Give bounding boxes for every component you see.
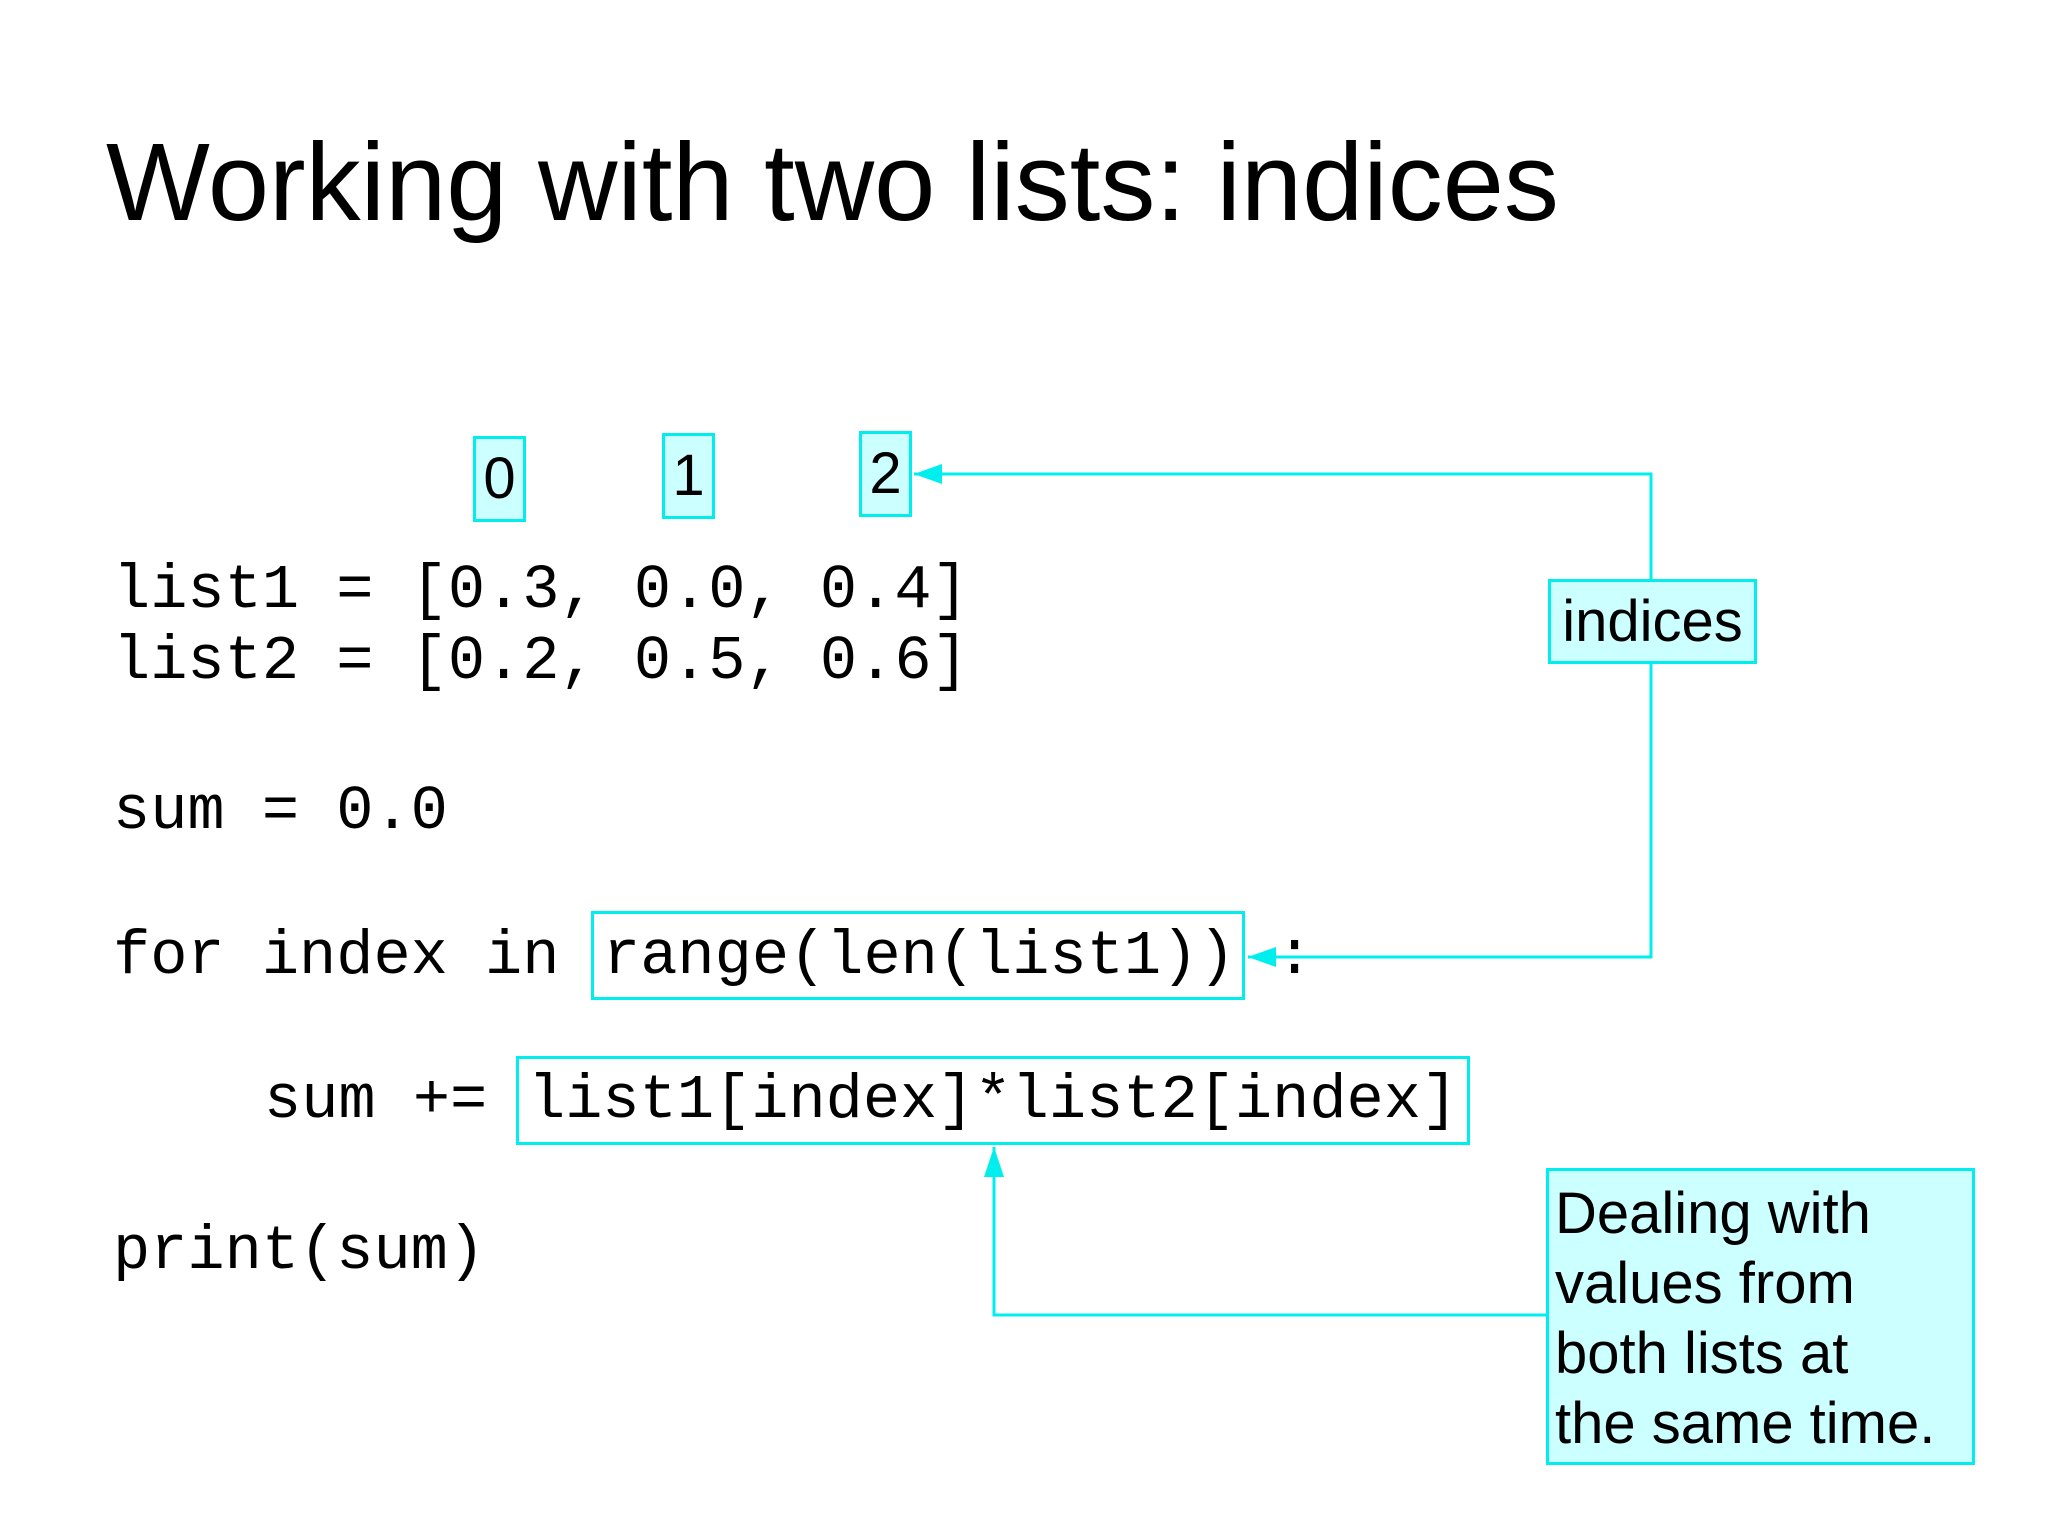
code-sum-prefix: sum += (264, 1065, 525, 1136)
code-line-list1: list1 = [0.3, 0.0, 0.4] (113, 555, 969, 626)
arrowhead-product (984, 1147, 1004, 1177)
index-label-1: 1 (662, 433, 715, 519)
index-label-0: 0 (473, 436, 526, 522)
code-for-prefix: for index in (113, 921, 597, 992)
range-highlight-box (591, 911, 1245, 1000)
code-line-print: print(sum) (113, 1216, 486, 1287)
arrowhead-index-2 (914, 464, 942, 484)
arrow-to-index-2 (914, 472, 1653, 579)
product-highlight-box (516, 1056, 1470, 1145)
slide-title: Working with two lists: indices (106, 121, 1559, 244)
callout-indices: indices (1548, 579, 1757, 664)
arrow-to-product (992, 1147, 1548, 1317)
arrowhead-range (1248, 947, 1276, 967)
code-for-range: range(len(list1)) (603, 921, 1236, 992)
code-line-list2: list2 = [0.2, 0.5, 0.6] (113, 626, 969, 697)
arrow-to-range (1248, 663, 1653, 959)
code-line-sum-init: sum = 0.0 (113, 776, 448, 847)
index-label-2: 2 (859, 431, 912, 517)
callout-dealing-with-values: Dealing with values from both lists at t… (1546, 1168, 1975, 1465)
code-sum-expr: list1[index]*list2[index] (528, 1065, 1459, 1136)
